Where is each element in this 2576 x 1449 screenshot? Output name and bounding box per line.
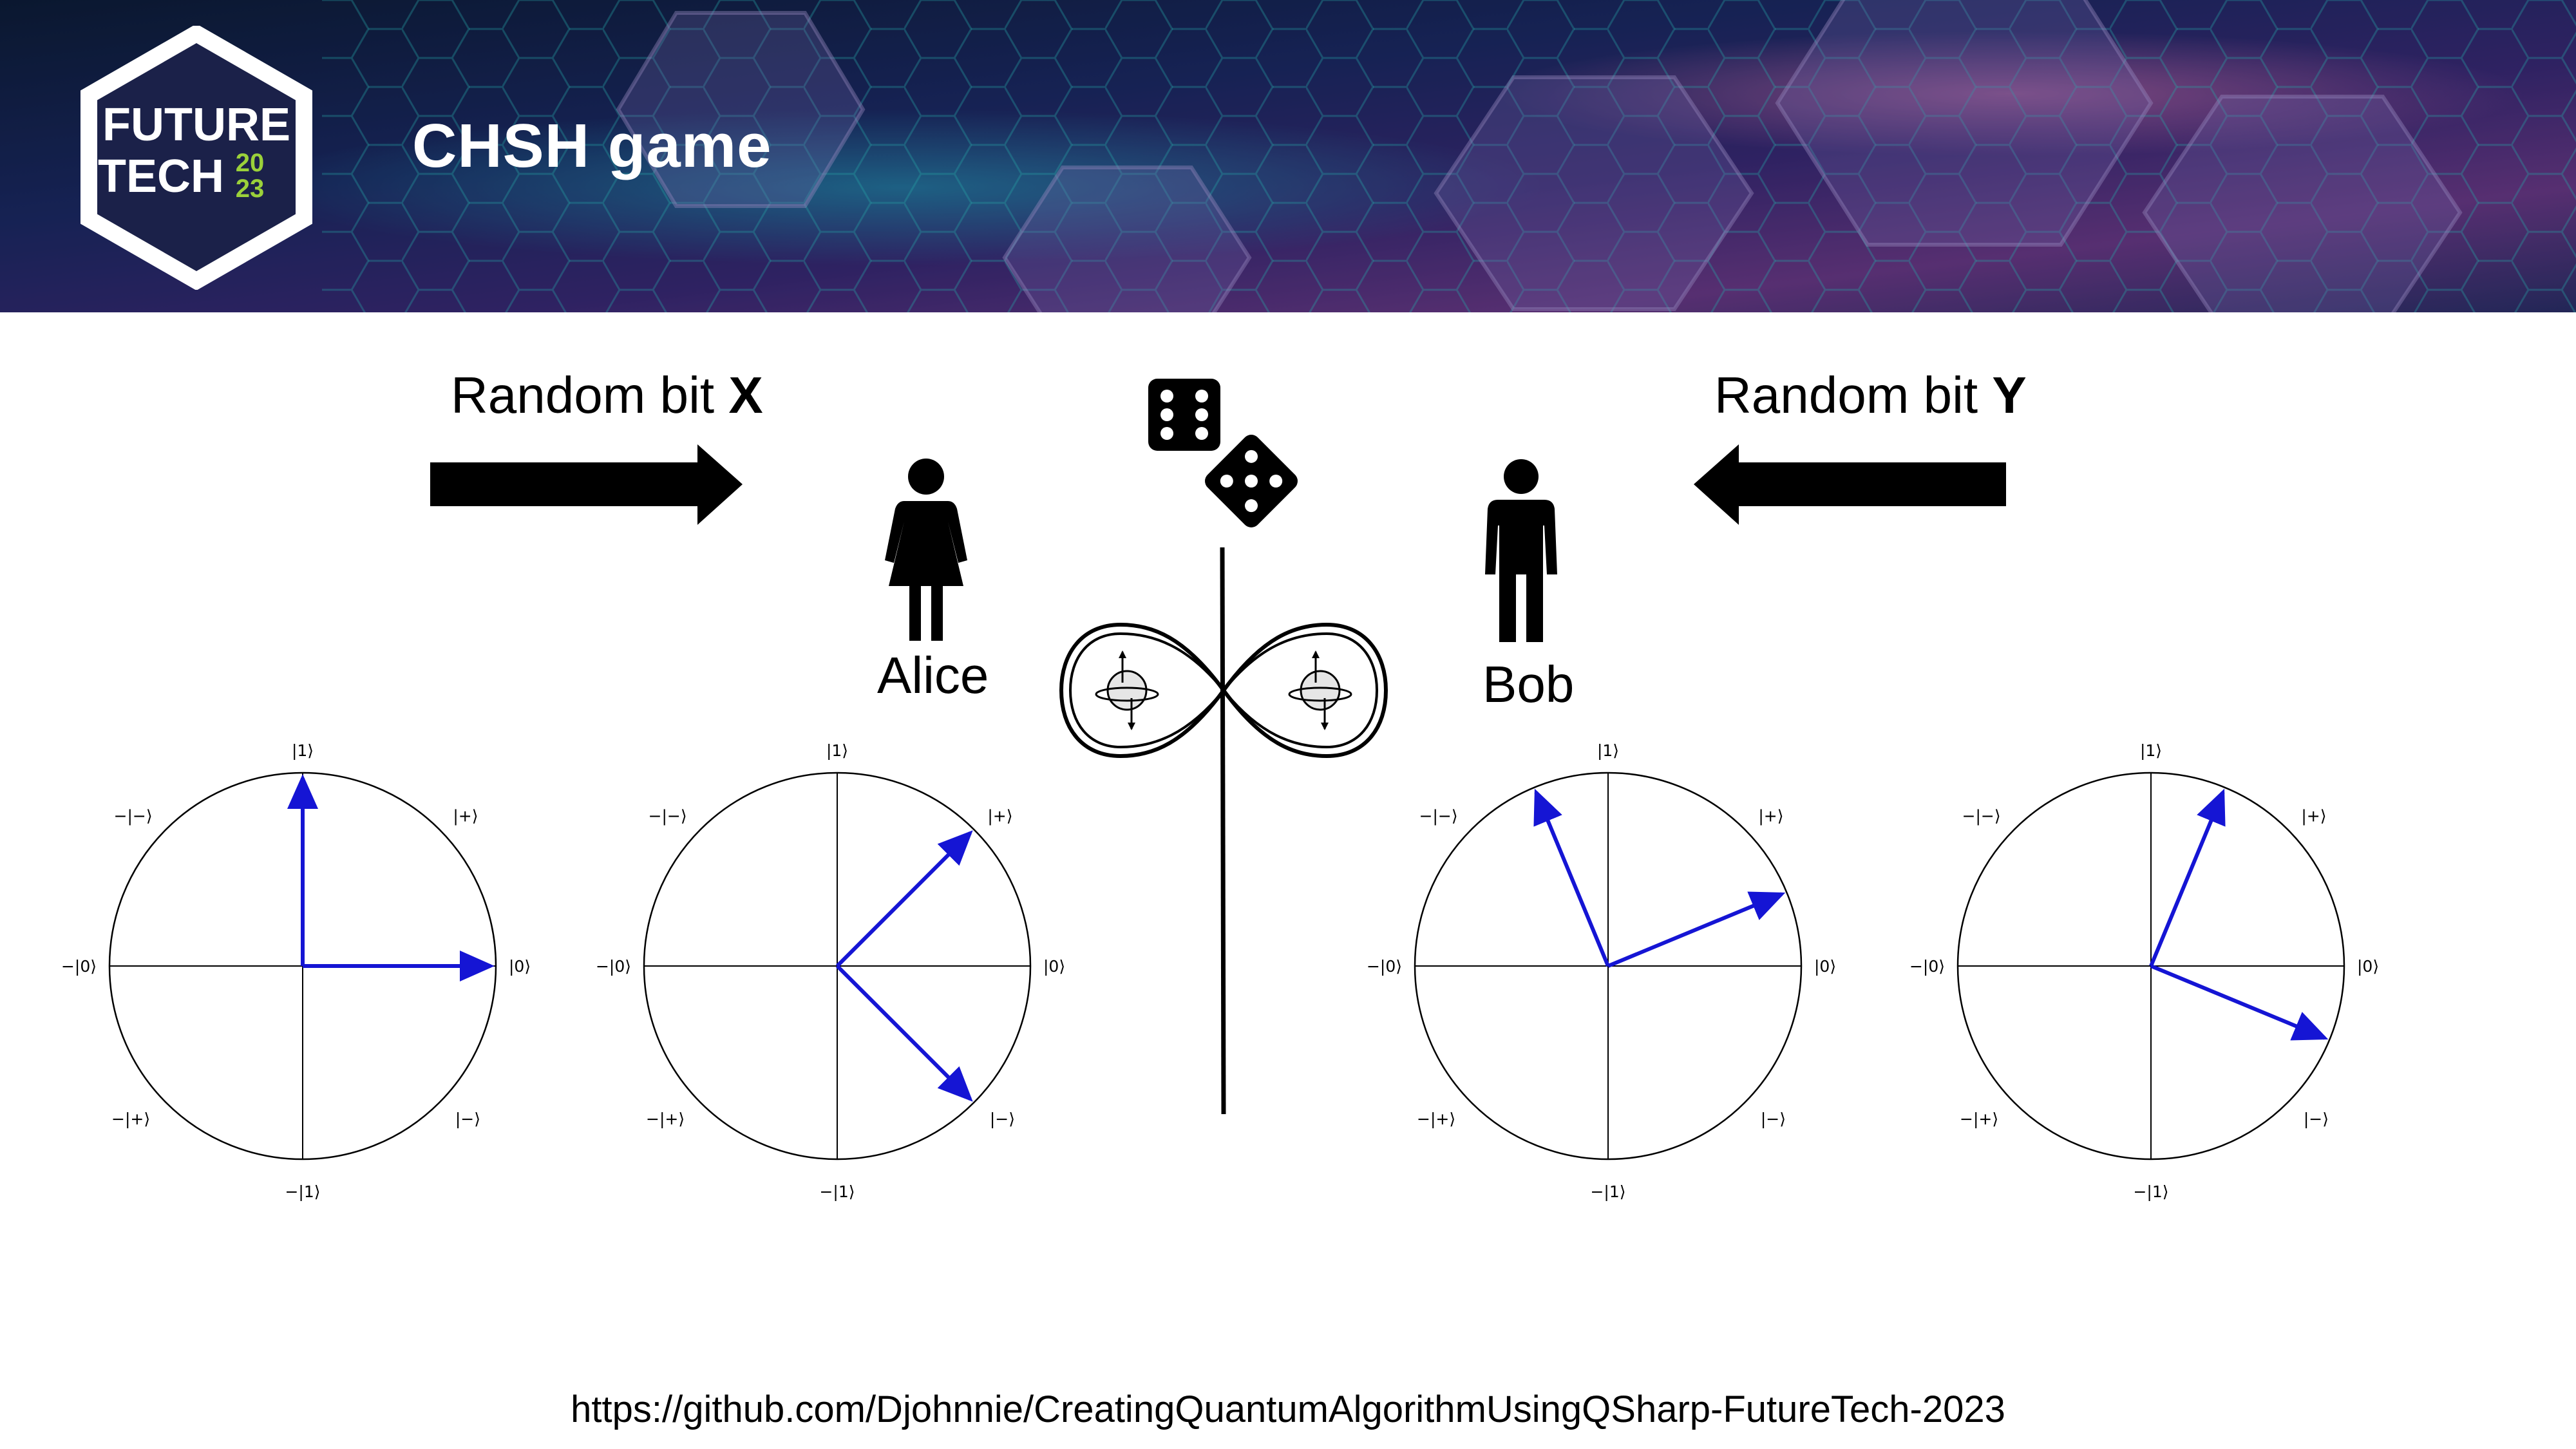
ket-label-kp: |+⟩ [987,807,1012,826]
measurement-vector [835,830,973,968]
ket-label-km0: −|0⟩ [61,957,97,976]
spin-particle-icon [1288,650,1352,730]
arrow-right-icon [430,444,743,525]
logo-year-top: 20 [236,149,265,177]
hexagon-background-image [0,0,2576,312]
ket-label-km: |−⟩ [1761,1110,1786,1128]
ket-label-km: |−⟩ [990,1110,1015,1128]
ket-label-kp: |+⟩ [1758,807,1783,826]
ket-label-k1: |1⟩ [292,741,314,760]
ket-label-km1: −|1⟩ [1590,1182,1625,1201]
alice-input-label: Random bit X [451,366,763,424]
ket-label-k0: |0⟩ [1814,957,1836,976]
entanglement-infinity-icon [1059,622,1388,759]
ket-label-k0: |0⟩ [2357,957,2379,976]
spin-particle-icon [1095,650,1159,730]
measurement-vector [2150,964,2329,1041]
ket-label-km1: −|1⟩ [2133,1182,2168,1201]
measurement-vector [835,964,973,1102]
bob-measurement-plot-1: |1⟩ −|1⟩ |0⟩ −|0⟩ |+⟩ −|−⟩ −|+⟩ |−⟩ [1367,741,1836,1201]
separator-line [1220,547,1226,1115]
repository-link[interactable]: https://github.com/Djohnnie/CreatingQuan… [571,1388,2005,1430]
ket-label-kp: |+⟩ [453,807,478,826]
ket-label-km0: −|0⟩ [1909,957,1945,976]
slide-title: CHSH game [412,111,772,180]
header-banner [0,0,2576,312]
ket-label-kp: |+⟩ [2301,807,2326,826]
ket-label-kmp: −|+⟩ [111,1110,150,1128]
futuretech-logo: FUTURE TECH 20 23 [80,26,312,290]
ket-label-k1: |1⟩ [826,741,848,760]
alice-measurement-plot-1: |1⟩ −|1⟩ |0⟩ −|0⟩ |+⟩ −|−⟩ −|+⟩ |−⟩ [61,741,531,1201]
man-icon [1485,459,1557,642]
ket-label-km1: −|1⟩ [285,1182,320,1201]
ket-label-km0: −|0⟩ [1367,957,1402,976]
logo-year-bottom: 23 [236,175,265,203]
bob-name: Bob [1482,656,1575,713]
alice-measurement-plot-2: |1⟩ −|1⟩ |0⟩ −|0⟩ |+⟩ −|−⟩ −|+⟩ |−⟩ [596,741,1065,1201]
logo-text-tech: TECH [98,151,224,202]
ket-label-k1: |1⟩ [1597,741,1619,760]
ket-label-kmm: −|−⟩ [1419,807,1458,826]
ket-label-kmp: −|+⟩ [646,1110,685,1128]
ket-label-km: |−⟩ [2304,1110,2329,1128]
ket-label-km: |−⟩ [455,1110,480,1128]
bob-input-label: Random bit Y [1714,366,2027,424]
ket-label-kmm: −|−⟩ [649,807,687,826]
ket-label-k0: |0⟩ [1043,957,1065,976]
measurement-vector [1607,891,1786,968]
ket-label-kmp: −|+⟩ [1417,1110,1455,1128]
ket-label-km1: −|1⟩ [819,1182,855,1201]
logo-text-future: FUTURE [102,99,290,151]
ket-label-km0: −|0⟩ [596,957,631,976]
alice-name: Alice [877,647,989,704]
dice-icon [1148,379,1298,527]
ket-label-k0: |0⟩ [509,957,531,976]
ket-label-kmm: −|−⟩ [114,807,153,826]
ket-label-kmp: −|+⟩ [1960,1110,1998,1128]
measurement-vector [2149,788,2226,967]
bob-measurement-plot-2: |1⟩ −|1⟩ |0⟩ −|0⟩ |+⟩ −|−⟩ −|+⟩ |−⟩ [1909,741,2379,1201]
arrow-left-icon [1694,444,2006,525]
ket-label-k1: |1⟩ [2140,741,2162,760]
woman-icon [885,459,967,641]
measurement-vector [1533,788,1610,967]
ket-label-kmm: −|−⟩ [1962,807,2001,826]
